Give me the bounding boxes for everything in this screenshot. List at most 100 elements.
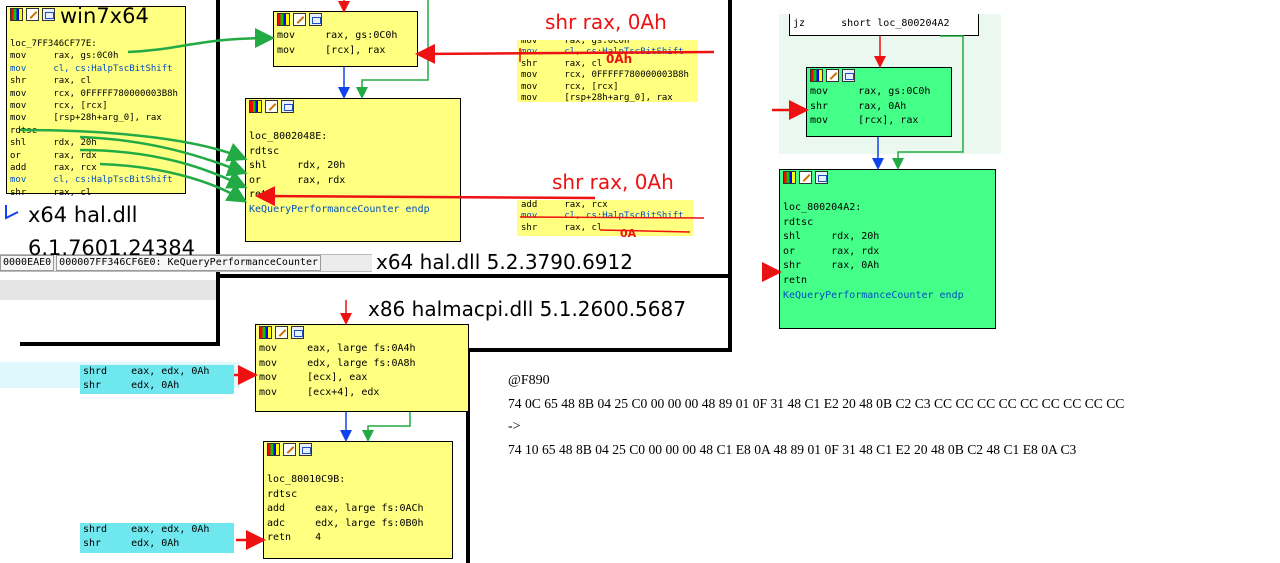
palette-icon[interactable] xyxy=(249,100,262,113)
code-line[interactable]: loc_80010C9B: xyxy=(267,474,346,485)
code-line[interactable]: mov [rcx], rax xyxy=(810,115,919,127)
graph-icon[interactable] xyxy=(291,326,304,339)
cyan-highlight-1: shrd eax, edx, 0Ah shr edx, 0Ah xyxy=(80,365,234,394)
status-address: 000007FF346CF6E0: KeQueryPerformanceCoun… xyxy=(56,255,322,271)
x86-block-1[interactable]: mov eax, large fs:0A4h mov edx, large fs:… xyxy=(255,324,469,412)
edit-icon[interactable] xyxy=(283,443,296,456)
caption-x86-hal: x86 halmacpi.dll 5.1.2600.5687 xyxy=(368,297,686,321)
scribble-0ah: 0Ah xyxy=(606,52,633,66)
graph-icon[interactable] xyxy=(309,13,322,26)
code-line[interactable]: jz short loc_800204A2 xyxy=(793,18,950,29)
code-line[interactable]: mov rax, gs:0C0h xyxy=(810,86,931,97)
code-line[interactable]: mov rcx, 0FFFFF780000003B8h xyxy=(521,70,689,81)
edit-icon[interactable] xyxy=(265,100,278,113)
patched-block-2[interactable]: loc_800204A2:rdtsc shl rdx, 20h or rax, rd… xyxy=(779,169,996,329)
palette-icon[interactable] xyxy=(259,326,272,339)
code-line[interactable]: or rax, rdx xyxy=(249,174,346,186)
hal52-block-1[interactable]: mov rax, gs:0C0h mov [rcx], rax xyxy=(273,11,418,67)
code-line[interactable]: retn 4 xyxy=(267,532,322,544)
code-line[interactable]: mov rcx, 0FFFFF780000003B8h xyxy=(10,88,178,99)
code-line[interactable]: shrd eax, edx, 0Ah xyxy=(83,366,210,377)
code-line[interactable]: shrd eax, edx, 0Ah xyxy=(83,524,210,535)
palette-icon[interactable] xyxy=(783,171,796,184)
code-line[interactable]: mov [rsp+28h+arg_0], rax xyxy=(10,113,162,124)
code-line[interactable]: rdtsc xyxy=(249,145,280,157)
code-line[interactable]: adc edx, large fs:0B0h xyxy=(267,517,424,529)
code-line[interactable]: mov eax, large fs:0A4h xyxy=(259,343,416,354)
edit-icon[interactable] xyxy=(826,69,839,82)
code-line[interactable]: add rax, rcx xyxy=(10,163,97,174)
code-line[interactable]: shr edx, 0Ah xyxy=(83,380,180,391)
patch-arrow: -> xyxy=(508,419,521,434)
hal52-block-2[interactable]: loc_8002048E:rdtsc shl rdx, 20h or rax, rd… xyxy=(245,98,461,242)
cyan-highlight-2: shrd eax, edx, 0Ah shr edx, 0Ah xyxy=(80,523,234,553)
code-line[interactable]: shl rdx, 20h xyxy=(249,160,346,172)
code-line[interactable]: mov rcx, [rcx] xyxy=(10,101,108,112)
code-line[interactable]: rdtsc xyxy=(783,216,814,228)
patched-block-1[interactable]: mov rax, gs:0C0h shr rax, 0Ah mov [rcx], r… xyxy=(806,67,952,137)
scroll-strip xyxy=(0,280,216,300)
code-line[interactable]: shr rax, cl xyxy=(10,76,92,87)
code-line[interactable]: mov edx, large fs:0A8h xyxy=(259,357,416,369)
code-line[interactable]: loc_800204A2: xyxy=(783,202,862,213)
code-line[interactable]: mov rax, gs:0C0h xyxy=(521,40,630,46)
patch-after-bytes: 74 10 65 48 8B 04 25 C0 00 00 00 48 C1 E… xyxy=(508,442,1077,457)
code-line[interactable]: mov rax, gs:0C0h xyxy=(10,51,119,62)
code-line[interactable]: shr rax, 0Ah xyxy=(810,100,907,112)
code-line[interactable]: add rax, rcx xyxy=(521,200,608,210)
code-line[interactable]: or rax, rdx xyxy=(10,150,97,161)
palette-icon[interactable] xyxy=(277,13,290,26)
code-line[interactable]: mov [ecx], eax xyxy=(259,372,368,384)
code-line[interactable]: shr rax, cl xyxy=(521,222,603,233)
edit-icon[interactable] xyxy=(26,8,39,21)
green-top-block[interactable]: jz short loc_800204A2 xyxy=(789,14,979,36)
code-line[interactable]: mov cl, cs:HalpTscBitShift xyxy=(10,63,173,74)
edit-icon[interactable] xyxy=(293,13,306,26)
code-line[interactable]: loc_8002048E: xyxy=(249,131,328,142)
code-line[interactable]: retn xyxy=(783,274,808,286)
palette-icon[interactable] xyxy=(267,443,280,456)
code-line[interactable]: add eax, large fs:0ACh xyxy=(267,503,424,515)
graph-icon[interactable] xyxy=(42,8,55,21)
edit-icon[interactable] xyxy=(275,326,288,339)
separator-x86-horizontal xyxy=(466,348,732,352)
code-line[interactable]: shl rdx, 20h xyxy=(10,138,97,149)
caption-win7x64: win7x64 xyxy=(60,4,149,28)
caption-x64-hal-a-version: 6.1.7601.24384 xyxy=(28,236,195,260)
status-offset: 0000EAE0 xyxy=(0,255,55,271)
code-line[interactable]: shr edx, 0Ah xyxy=(83,538,180,549)
caption-x64-hal-b: x64 hal.dll 5.2.3790.6912 xyxy=(376,250,633,274)
code-line[interactable]: shr rax, cl xyxy=(521,58,603,69)
graph-icon[interactable] xyxy=(281,100,294,113)
patch-offset: @F890 xyxy=(508,373,550,388)
palette-icon[interactable] xyxy=(10,8,23,21)
code-line[interactable]: shr rax, 0Ah xyxy=(783,260,880,272)
palette-icon[interactable] xyxy=(810,69,823,82)
separator-mid-horizontal xyxy=(220,274,732,278)
caption-x64-hal-a: x64 hal.dll xyxy=(28,203,138,227)
caption-shr-mid: shr rax, 0Ah xyxy=(552,170,674,194)
code-line[interactable]: or rax, rdx xyxy=(783,245,880,257)
code-line[interactable]: mov [ecx+4], edx xyxy=(259,386,380,398)
code-line[interactable]: shr rax, cl xyxy=(10,187,92,198)
code-line[interactable]: mov [rsp+28h+arg_0], rax xyxy=(521,93,673,102)
code-line[interactable]: loc_7FF346CF77E: xyxy=(10,39,97,49)
code-line[interactable]: shl rdx, 20h xyxy=(783,231,880,243)
code-line[interactable]: rdtsc xyxy=(267,488,298,500)
graph-icon[interactable] xyxy=(815,171,828,184)
code-line[interactable]: mov rax, gs:0C0h xyxy=(277,30,398,41)
separator-x86-vertical xyxy=(466,348,470,563)
code-line[interactable]: mov rcx, [rcx] xyxy=(521,81,619,92)
graph-icon[interactable] xyxy=(842,69,855,82)
code-line[interactable]: KeQueryPerformanceCounter endp xyxy=(249,203,430,215)
patch-before-bytes: 74 0C 65 48 8B 04 25 C0 00 00 00 48 89 0… xyxy=(508,396,1125,411)
code-line[interactable]: mov cl, cs:HalpTscBitShift xyxy=(10,175,173,186)
code-line[interactable]: mov [rcx], rax xyxy=(277,44,386,56)
edit-icon[interactable] xyxy=(799,171,812,184)
graph-icon[interactable] xyxy=(299,443,312,456)
code-line[interactable]: KeQueryPerformanceCounter endp xyxy=(783,289,964,301)
x86-block-2[interactable]: loc_80010C9B:rdtsc add eax, large fs:0ACh… xyxy=(263,441,453,559)
